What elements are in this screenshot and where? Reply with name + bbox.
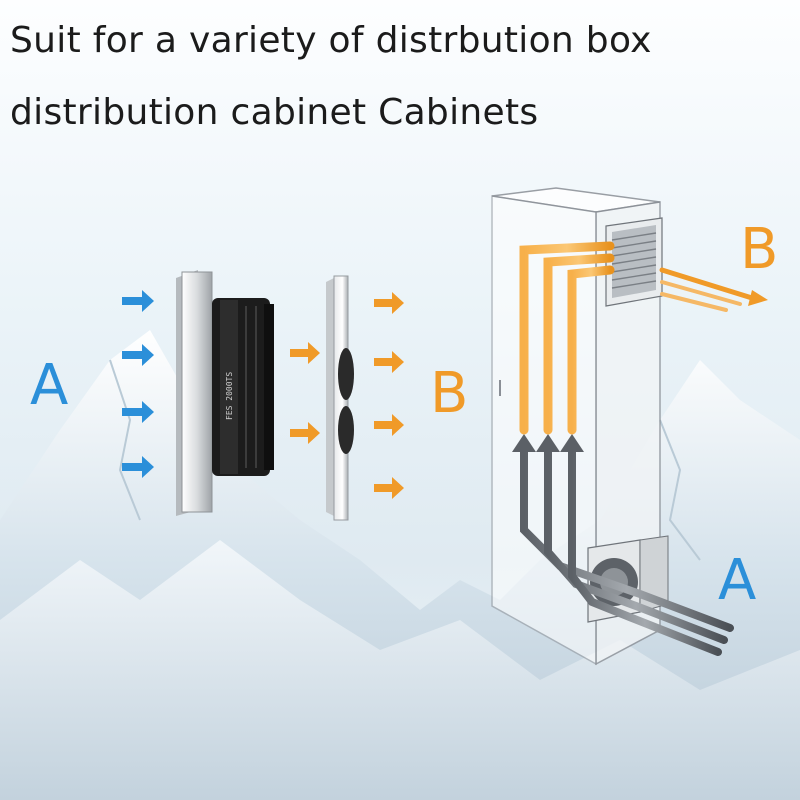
exhaust-label-right: B xyxy=(740,217,779,282)
intake-arrows-left xyxy=(122,290,154,478)
headline-line-2: distribution cabinet Cabinets xyxy=(10,92,539,133)
headline-line-1: Suit for a variety of distrbution box xyxy=(10,20,652,61)
exhaust-airflow-lines xyxy=(519,241,768,435)
exhaust-label-mid: B xyxy=(430,361,469,426)
intake-label-right: A xyxy=(718,548,757,613)
filter-icon xyxy=(326,275,354,521)
exhaust-arrows-mid-b xyxy=(374,292,404,499)
intake-label-left: A xyxy=(30,353,69,418)
exhaust-arrows-mid-a xyxy=(290,342,320,444)
mountain-background xyxy=(0,330,800,800)
fan-icon: FES 2000TS xyxy=(176,270,274,516)
cabinet-intake-fan-icon xyxy=(587,535,669,623)
intake-airflow-lines xyxy=(512,434,734,656)
cabinet-exhaust-grille-icon xyxy=(605,217,663,307)
svg-text:FES 2000TS: FES 2000TS xyxy=(225,372,234,420)
